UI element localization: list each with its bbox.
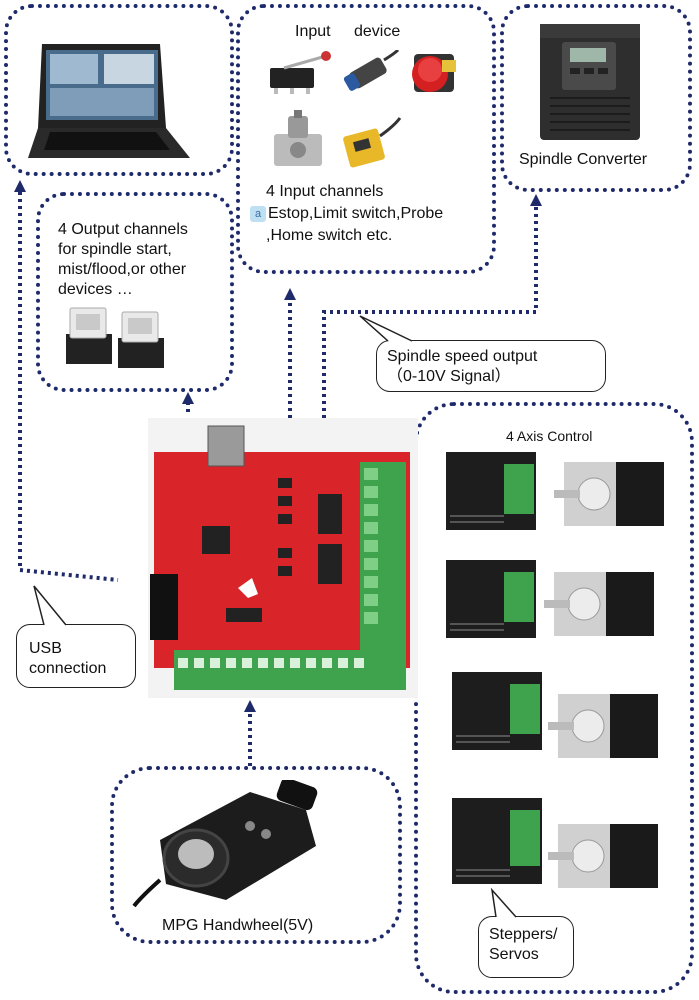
spindle-converter-box <box>500 4 692 192</box>
spindle-converter-image <box>540 24 640 140</box>
mpg-handwheel-image <box>132 780 318 908</box>
stepper-driver-3 <box>452 672 542 750</box>
stepper-motor-1 <box>554 462 664 526</box>
mpg-box <box>110 766 402 944</box>
arrow-up-usb <box>14 180 26 192</box>
spindle-speed-callout: Spindle speed output （0-10V Signal） <box>376 340 606 392</box>
output-channels-line2: for spindle start, <box>58 241 172 258</box>
axis-control-title: 4 Axis Control <box>506 428 593 444</box>
arrow-up-mpg <box>244 700 256 712</box>
laptop-image <box>28 44 190 158</box>
stepper-driver-1 <box>446 452 536 530</box>
stepper-driver-2 <box>446 560 536 638</box>
stepper-motor-4 <box>548 824 658 888</box>
usb-line1: USB <box>29 640 62 657</box>
stepper-driver-4 <box>452 798 542 884</box>
steppers-line2: Servos <box>489 946 539 963</box>
spindle-speed-line2: （0-10V Signal） <box>387 368 511 385</box>
arrow-up-converter <box>530 194 542 206</box>
input-device-title-2: device <box>354 23 401 40</box>
proximity-sensor-image <box>344 50 400 91</box>
arrow-up-output <box>182 392 194 404</box>
computer-box <box>4 4 234 176</box>
arrow-up-input <box>284 288 296 300</box>
input-channels-line3: ,Home switch etc. <box>266 227 393 244</box>
spindle-speed-line1: Spindle speed output <box>387 348 538 365</box>
steppers-callout: Steppers/ Servos <box>478 916 574 978</box>
input-channels-line1: 4 Input channels <box>266 183 384 200</box>
relays-image <box>66 307 164 368</box>
usb-line2: connection <box>29 660 107 677</box>
stepper-motor-3 <box>548 694 658 758</box>
input-device-title-1: Input <box>295 23 331 40</box>
input-device-box <box>236 4 496 274</box>
input-channels-line2: Estop,Limit switch,Probe <box>268 205 444 222</box>
translate-icon: a <box>250 206 266 222</box>
output-channels-line3: mist/flood,or other <box>58 261 187 278</box>
steppers-line1: Steppers/ <box>489 926 558 943</box>
output-channels-line1: 4 Output channels <box>58 221 188 238</box>
controller-board-image <box>148 418 418 698</box>
mpg-label: MPG Handwheel(5V) <box>162 917 314 934</box>
spindle-converter-label: Spindle Converter <box>519 151 648 168</box>
usb-callout: USB connection <box>16 624 136 688</box>
output-channels-box <box>36 192 234 392</box>
estop-button-image <box>412 54 456 92</box>
output-channels-line4: devices … <box>58 281 133 298</box>
microswitch-image <box>270 51 331 94</box>
stepper-motor-2 <box>544 572 654 636</box>
limit-switch-image <box>274 110 322 166</box>
inductive-sensor-image <box>343 117 402 168</box>
